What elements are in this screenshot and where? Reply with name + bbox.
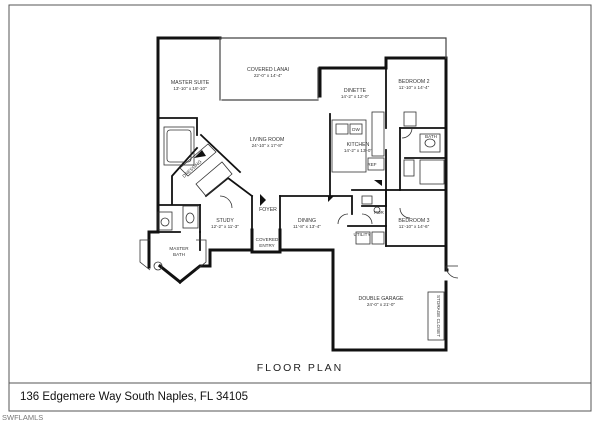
label-covered-entry-line1: COVERED (256, 237, 279, 242)
page-frame (8, 4, 592, 412)
room-dims-master-suite: 13'-10" x 18'-10" (173, 86, 207, 91)
label-bath: BATH (425, 134, 437, 139)
fixtures (139, 111, 459, 341)
room-dims-kitchen: 14'-2" x 13'-0" (344, 148, 373, 153)
plan-title: FLOOR PLAN (257, 362, 344, 374)
room-name-dinette: DINETTE (344, 88, 367, 94)
room-name-dining: DINING (298, 218, 316, 224)
room-name-living-room: LIVING ROOM (250, 137, 285, 143)
label-master-bath-line2: BATH (173, 252, 185, 257)
room-labels: MASTER SUITE 13'-10" x 18'-10" COVERED L… (169, 67, 441, 337)
room-dims-study: 12'-2" x 11'-3" (211, 224, 239, 229)
label-ref: REF (367, 162, 376, 167)
wall-solids (194, 150, 382, 206)
room-name-foyer: FOYER (259, 207, 277, 213)
room-dims-bedroom3: 11'-10" x 14'-6" (399, 224, 430, 229)
label-utility: UTILITY (353, 232, 370, 237)
room-name-bedroom2: BEDROOM 2 (398, 79, 429, 85)
room-dims-dinette: 14'-2" x 12'-0" (341, 94, 370, 99)
room-dims-dining: 11'-8" x 13'-4" (293, 224, 321, 229)
room-name-covered-lanai: COVERED LANAI (247, 67, 289, 73)
room-dims-living-room: 24'-10" x 17'-8" (252, 143, 283, 148)
property-address: 136 Edgemere Way South Naples, FL 34105 (20, 391, 248, 403)
room-name-master-suite: MASTER SUITE (171, 80, 210, 86)
room-name-kitchen: KITCHEN (347, 142, 370, 148)
label-pdr: PDR (374, 210, 384, 215)
room-name-bedroom3: BEDROOM 3 (398, 218, 429, 224)
walls (147, 36, 449, 352)
room-name-study: STUDY (216, 218, 234, 224)
room-dims-bedroom2: 11'-10" x 14'-4" (399, 85, 430, 90)
watermark-text: SWFLAMLS (2, 413, 43, 422)
label-storage-closet: STORAGE CLOSET (436, 295, 441, 337)
room-dims-covered-lanai: 22'-0" x 14'-4" (254, 73, 283, 78)
label-covered-entry-line2: ENTRY (259, 243, 275, 248)
room-dims-double-garage: 24'-0" x 21'-0" (367, 302, 396, 307)
room-name-double-garage: DOUBLE GARAGE (359, 296, 405, 302)
label-master-bath-line1: MASTER (169, 246, 189, 251)
label-dw: DW (352, 127, 360, 132)
